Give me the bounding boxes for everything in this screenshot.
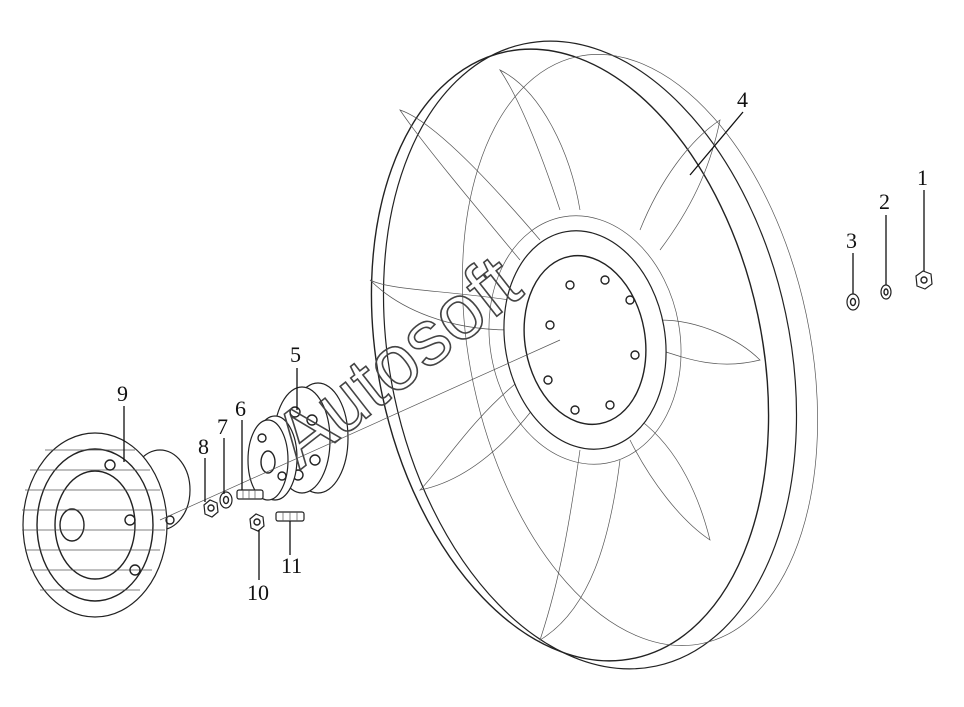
- washer-7: [219, 491, 233, 509]
- callout-9: 9: [117, 381, 128, 406]
- stud-11: [275, 511, 305, 522]
- callout-6: 6: [235, 396, 246, 421]
- nut-8: [203, 499, 219, 518]
- viscous-fan-clutch: [22, 432, 191, 618]
- callout-7: 7: [217, 414, 228, 439]
- flat-washer-3: [846, 293, 860, 311]
- callout-8: 8: [198, 434, 209, 459]
- spacer-plate: [273, 382, 349, 494]
- leader-lines: [123, 111, 925, 580]
- assembly-axis: [159, 339, 561, 521]
- adapter-flange: [247, 415, 298, 501]
- callout-1: 1: [917, 165, 928, 190]
- callout-4: 4: [737, 87, 748, 112]
- callout-3: 3: [846, 228, 857, 253]
- nut-1: [915, 270, 933, 290]
- nut-10: [249, 513, 265, 532]
- spring-washer-2: [880, 284, 892, 300]
- stud-6: [236, 489, 264, 500]
- callout-11: 11: [281, 553, 302, 578]
- fan-wheel: [369, 40, 818, 670]
- callout-10: 10: [247, 580, 269, 605]
- callout-2: 2: [879, 189, 890, 214]
- callout-5: 5: [290, 342, 301, 367]
